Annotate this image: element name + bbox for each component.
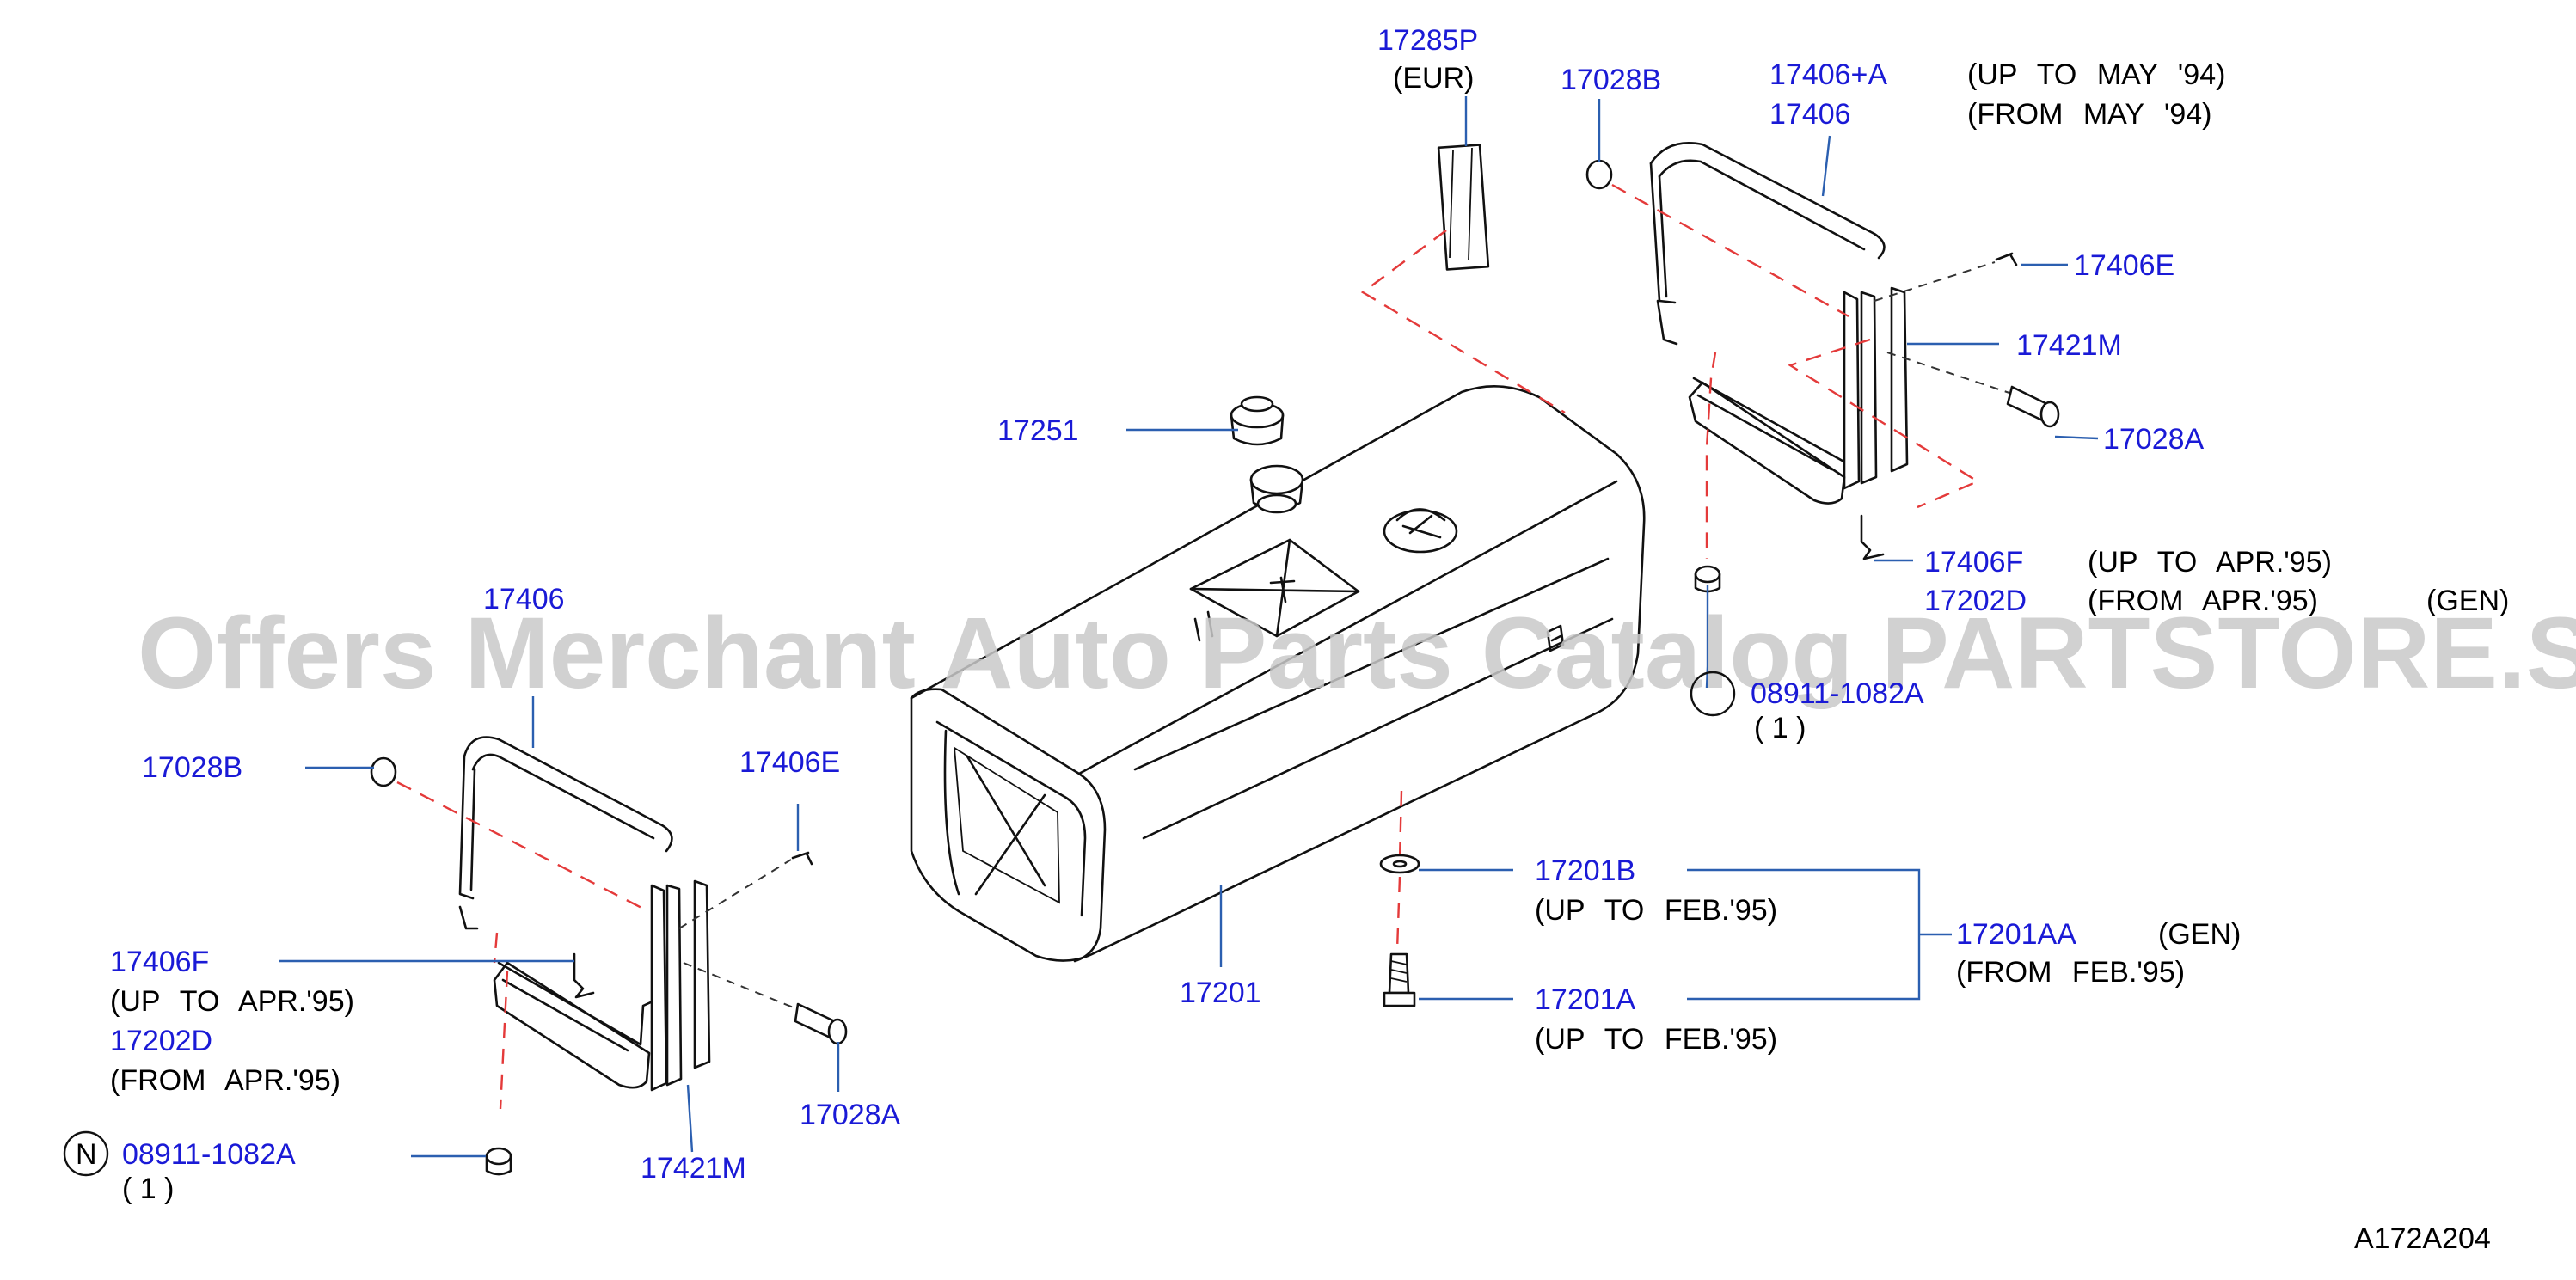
part-17406-right[interactable]: 17406 [1769, 98, 1851, 131]
part-17406F-left[interactable]: 17406F [110, 946, 209, 978]
note-from-may94: (FROM MAY '94) [1967, 98, 2211, 131]
note-up-to-apr95-right: (UP TO APR.'95) [2088, 546, 2332, 579]
left-strap-bracket-drawing [370, 736, 848, 1176]
part-17421M-right[interactable]: 17421M [2016, 329, 2122, 362]
note-from-apr95-right: (FROM APR.'95) [2088, 585, 2318, 617]
leader-lines [279, 96, 2099, 1158]
note-up-to-feb95-a: (UP TO FEB.'95) [1535, 1023, 1777, 1056]
part-17028A-right[interactable]: 17028A [2103, 423, 2205, 456]
part-08911-1082A-left[interactable]: 08911-1082A [122, 1138, 296, 1171]
note-from-apr95-left: (FROM APR.'95) [110, 1064, 340, 1097]
part-08911-1082A-right[interactable]: 08911-1082A [1751, 677, 1924, 710]
tank-mounting-bolts-drawing [1379, 790, 1420, 1007]
n-symbol-left: N [76, 1138, 97, 1171]
part-17201B[interactable]: 17201B [1535, 854, 1635, 887]
part-17028A-left[interactable]: 17028A [800, 1099, 901, 1131]
part-17028B-left[interactable]: 17028B [142, 751, 242, 784]
n-symbol-circle-right [1690, 671, 1736, 717]
part-17251[interactable]: 17251 [997, 414, 1079, 447]
part-17201A[interactable]: 17201A [1535, 983, 1636, 1016]
right-strap-bracket-drawing [1360, 142, 2060, 593]
note-up-to-may94: (UP TO MAY '94) [1967, 58, 2225, 91]
part-17201[interactable]: 17201 [1180, 977, 1261, 1009]
qty-right: ( 1 ) [1754, 712, 1806, 744]
part-17028B-right[interactable]: 17028B [1561, 64, 1661, 96]
note-up-to-feb95-b: (UP TO FEB.'95) [1535, 894, 1777, 927]
part-17406F-right[interactable]: 17406F [1924, 546, 2023, 579]
diagram-id: A172A204 [2354, 1222, 2491, 1255]
qty-left: ( 1 ) [122, 1173, 174, 1205]
part-17406E-left[interactable]: 17406E [739, 746, 840, 779]
callout-labels: 17285P (EUR) 17028B 17406+A 17406 (UP TO… [63, 24, 2509, 1255]
watermark-text: Offers Merchant Auto Parts Catalog PARTS… [138, 597, 2576, 710]
note-gen-right: (GEN) [2426, 585, 2509, 617]
part-17406E-right[interactable]: 17406E [2074, 249, 2174, 282]
part-17285P[interactable]: 17285P [1377, 24, 1478, 57]
note-from-feb95: (FROM FEB.'95) [1956, 956, 2185, 989]
part-17406A-right[interactable]: 17406+A [1769, 58, 1887, 91]
part-17201AA[interactable]: 17201AA [1956, 918, 2076, 951]
n-symbol-circle-left [63, 1130, 109, 1177]
fuel-tank-drawing [910, 384, 1646, 963]
part-17202D-left[interactable]: 17202D [110, 1025, 212, 1057]
note-eur: (EUR) [1393, 62, 1474, 95]
note-up-to-apr95-left: (UP TO APR.'95) [110, 985, 354, 1018]
part-17202D-right[interactable]: 17202D [1924, 585, 2027, 617]
part-17406-left[interactable]: 17406 [483, 583, 565, 616]
note-gen-aa: (GEN) [2158, 918, 2241, 951]
part-17421M-left[interactable]: 17421M [641, 1152, 746, 1185]
